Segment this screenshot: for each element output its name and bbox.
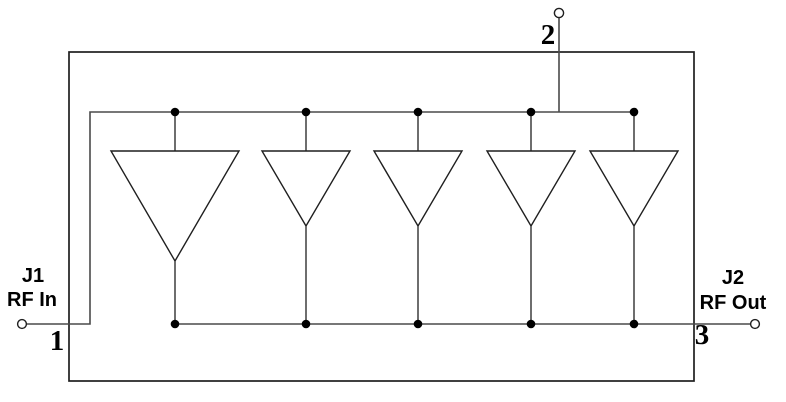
amp3-output-junction-dot bbox=[413, 319, 423, 329]
amp5-amplifier-triangle bbox=[588, 150, 680, 228]
module-outline-box bbox=[68, 51, 695, 382]
amp2-input-junction-dot bbox=[301, 107, 311, 117]
j1-rf-in-label: RF In bbox=[7, 289, 57, 311]
amp4-amplifier-triangle bbox=[485, 150, 577, 228]
j2-terminal-circle bbox=[749, 318, 761, 330]
j1-designator-label: J1 bbox=[22, 265, 44, 287]
pin1-number-label: 1 bbox=[50, 325, 65, 357]
amp5-output-junction-dot bbox=[629, 319, 639, 329]
amp5-input-junction-dot bbox=[629, 107, 639, 117]
amplifier-stage-4 bbox=[485, 107, 577, 329]
amp1-input-junction-dot bbox=[170, 107, 180, 117]
amp4-output-junction-dot bbox=[526, 319, 536, 329]
pin3-number-label: 3 bbox=[695, 319, 710, 351]
amplifier-stage-3 bbox=[372, 107, 464, 329]
amp1-amplifier-triangle bbox=[109, 150, 241, 263]
amplifier-stage-2 bbox=[260, 107, 352, 329]
j1-terminal-circle bbox=[16, 318, 28, 330]
amp1-output-junction-dot bbox=[170, 319, 180, 329]
j2-designator-label: J2 bbox=[722, 267, 744, 289]
pin2-number-label: 2 bbox=[541, 19, 556, 51]
amplifier-stage-1 bbox=[109, 107, 241, 329]
pin2-terminal-circle bbox=[553, 7, 565, 19]
amp4-input-junction-dot bbox=[526, 107, 536, 117]
amp2-output-junction-dot bbox=[301, 319, 311, 329]
amplifier-stage-5 bbox=[588, 107, 680, 329]
amp2-amplifier-triangle bbox=[260, 150, 352, 228]
amp3-input-junction-dot bbox=[413, 107, 423, 117]
amp3-amplifier-triangle bbox=[372, 150, 464, 228]
input-bus-wire bbox=[26, 111, 634, 325]
j2-rf-out-label: RF Out bbox=[700, 292, 767, 314]
